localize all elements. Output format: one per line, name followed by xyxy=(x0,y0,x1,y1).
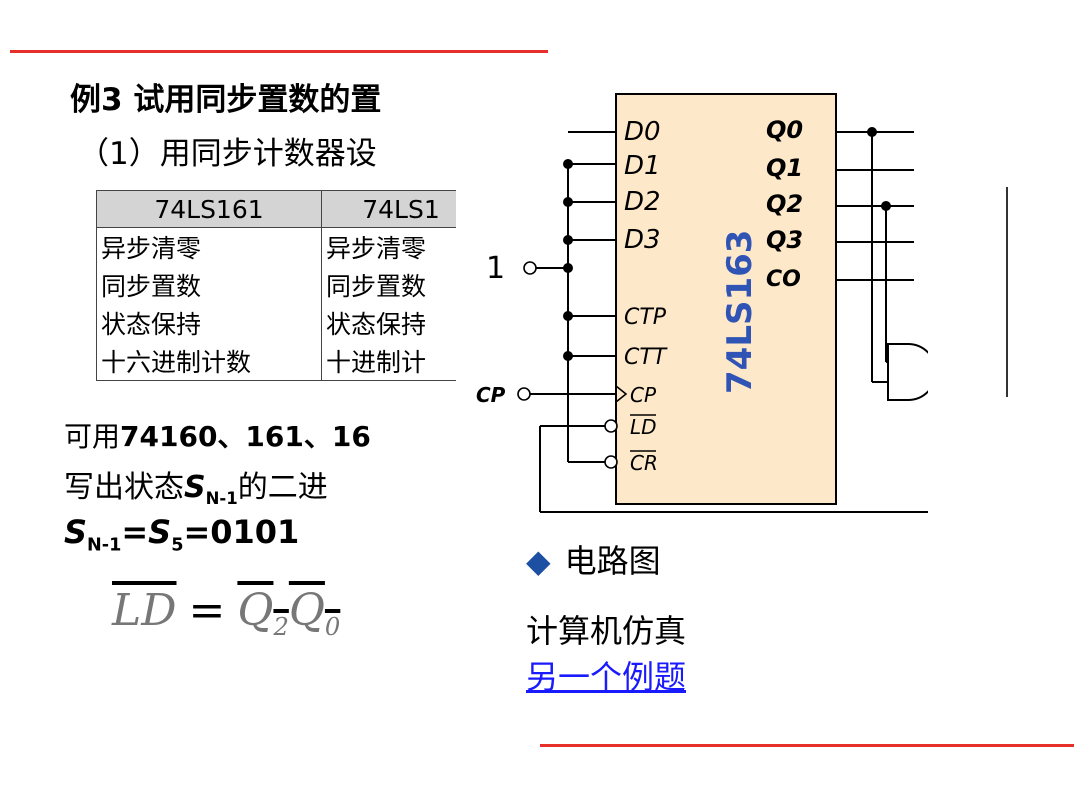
formula-q2: Q xyxy=(237,585,274,636)
nand-gate xyxy=(887,343,937,401)
overbars xyxy=(630,414,656,452)
eq-equals: = xyxy=(121,513,149,551)
formula-q0-sub: 0 xyxy=(324,612,341,641)
pin-label-d2: D2 xyxy=(624,187,661,217)
table-cell: 状态保持 xyxy=(321,304,481,342)
chip-name-label: 74LS163 xyxy=(720,230,760,394)
right-edge-line xyxy=(1006,187,1008,397)
pin-label-ld: LD xyxy=(630,415,657,439)
circuit-bullet: ◆ 电路图 xyxy=(526,536,661,582)
write-text: 写出状态 xyxy=(64,470,184,505)
eq-s2-sub: 5 xyxy=(171,535,184,556)
chip-body xyxy=(615,93,837,505)
circuit-svg: D0 D1 D2 D3 CTP CTT CP LD CR Q0 Q1 Q2 Q3… xyxy=(476,93,986,513)
another-example-link[interactable]: 另一个例题 xyxy=(526,658,687,696)
top-red-rule xyxy=(10,50,548,53)
cp-input-label: CP xyxy=(476,383,506,407)
const-one-label: 1 xyxy=(486,251,505,286)
bottom-red-rule xyxy=(540,744,1074,747)
table-cell: 十六进制计数 xyxy=(96,342,322,381)
table-cell: 异步清零 xyxy=(321,227,481,266)
eq-s1: S xyxy=(64,513,88,551)
usable-chips: 74160、161、16 xyxy=(120,420,371,453)
state-equation: SN-1=S5=0101 xyxy=(64,513,299,555)
eq-value: =0101 xyxy=(183,513,300,551)
simulation-label: 计算机仿真 xyxy=(526,612,687,650)
pin-label-ctp: CTP xyxy=(624,305,667,330)
clock-triangle xyxy=(615,385,628,403)
function-table: 74LS161 74LS1 异步清零 异步清零 同步置数 同步置数 状态保持 状… xyxy=(96,190,481,381)
formula-rhs: Q2Q0 xyxy=(237,585,340,641)
formula-lhs: LD xyxy=(112,585,177,636)
formula-q0: Q xyxy=(288,585,325,636)
junction-dots xyxy=(563,127,891,361)
usable-prefix: 可用 xyxy=(64,420,121,453)
pin-label-q2: Q2 xyxy=(766,190,803,218)
pin-label-ctt: CTT xyxy=(624,345,668,370)
example-subtitle: （1）用同步计数器设 xyxy=(78,136,377,172)
circuit-diagram: D0 D1 D2 D3 CTP CTT CP LD CR Q0 Q1 Q2 Q3… xyxy=(456,82,986,534)
formula-op: = xyxy=(188,585,226,636)
write-state-line: 写出状态SN-1的二进 xyxy=(64,462,328,508)
ld-formula: LD=Q2Q0 xyxy=(112,585,340,641)
usable-chips-line: 可用74160、161、16 xyxy=(64,415,371,455)
write-suffix: 的二进 xyxy=(237,470,328,505)
bullet-text: 电路图 xyxy=(564,542,661,580)
table-cell: 异步清零 xyxy=(96,227,322,266)
state-sub: N-1 xyxy=(205,489,238,508)
pin-label-co: CO xyxy=(766,267,801,292)
table-header: 74LS161 xyxy=(96,190,322,228)
pin-label-cr: CR xyxy=(630,451,658,475)
pin-label-d1: D1 xyxy=(624,151,661,181)
eq-s2: S xyxy=(148,513,172,551)
table-header: 74LS1 xyxy=(321,190,481,228)
pin-label-d0: D0 xyxy=(624,117,661,147)
pin-label-d3: D3 xyxy=(624,225,661,255)
right-pin-labels: Q0 Q1 Q2 Q3 CO xyxy=(766,116,803,292)
diamond-icon: ◆ xyxy=(526,542,551,580)
example-title: 例3 试用同步置数的置 xyxy=(70,82,382,118)
left-pin-labels: D0 D1 D2 D3 CTP CTT CP LD CR xyxy=(624,117,668,475)
eq-s1-sub: N-1 xyxy=(87,535,122,556)
formula-q2-sub: 2 xyxy=(273,612,289,641)
inversion-bubbles xyxy=(517,261,618,469)
state-var: S xyxy=(184,470,206,505)
table-cell: 同步置数 xyxy=(321,266,481,304)
pin-label-q1: Q1 xyxy=(766,154,803,182)
pin-label-q3: Q3 xyxy=(766,226,803,254)
table-cell: 状态保持 xyxy=(96,304,322,342)
pin-label-cp: CP xyxy=(630,383,657,407)
pin-label-q0: Q0 xyxy=(766,116,803,144)
table-cell: 同步置数 xyxy=(96,266,322,304)
table-cell: 十进制计 xyxy=(321,342,481,381)
